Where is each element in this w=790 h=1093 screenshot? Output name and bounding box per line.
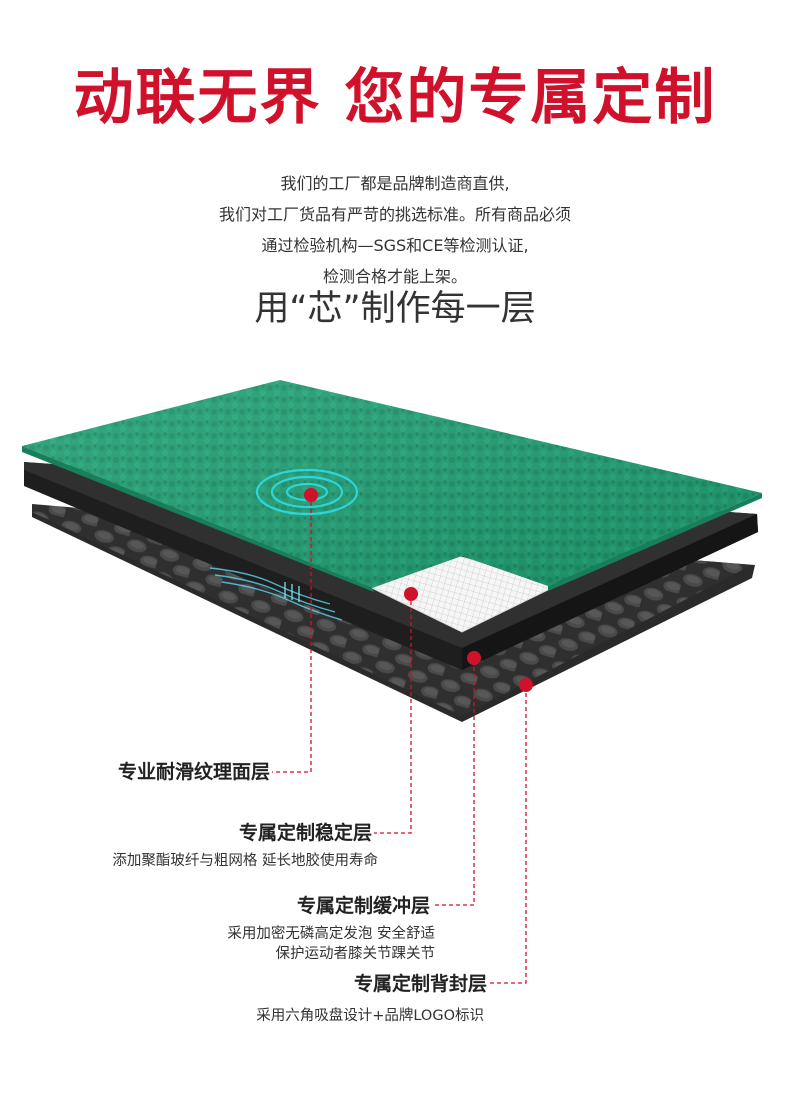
intro-line: 我们对工厂货品有严苛的挑选标准。所有商品必须 [218, 205, 571, 224]
label-cushion-layer: 专属定制缓冲层 [296, 895, 430, 917]
desc-cushion-layer-1: 采用加密无磷高定发泡 安全舒适 [227, 926, 435, 942]
intro-line: 通过检验机构—SGS和CE等检测认证, [261, 236, 529, 255]
marker-dot-mesh [404, 587, 418, 601]
surface-layer [22, 380, 762, 592]
label-stability-layer: 专属定制稳定层 [238, 822, 372, 844]
desc-stability-layer: 添加聚酯玻纤与粗网格 延长地胶使用寿命 [112, 853, 378, 869]
marker-dot-surface [304, 488, 318, 502]
intro-line: 检测合格才能上架。 [322, 267, 467, 286]
desc-cushion-layer-2: 保护运动者膝关节踝关节 [275, 946, 436, 962]
intro-line: 我们的工厂都是品牌制造商直供, [280, 174, 510, 193]
marker-dot-backing [519, 678, 533, 692]
target-rings [255, 468, 359, 516]
label-backing-layer: 专属定制背封层 [353, 973, 487, 995]
leader-lines [272, 495, 527, 984]
headline: 动联无界 您的专属定制 [73, 63, 717, 133]
desc-backing-layer: 采用六角吸盘设计+品牌LOGO标识 [256, 1008, 484, 1024]
arrow-marks [284, 582, 300, 602]
intro-text: 我们的工厂都是品牌制造商直供, 我们对工厂货品有严苛的挑选标准。所有商品必须 通… [0, 168, 790, 292]
label-surface-layer: 专业耐滑纹理面层 [117, 761, 270, 783]
slogan: 用“芯”制作每一层 [254, 289, 536, 329]
wave-lines [209, 567, 343, 621]
marker-dot-cushion [467, 651, 481, 665]
